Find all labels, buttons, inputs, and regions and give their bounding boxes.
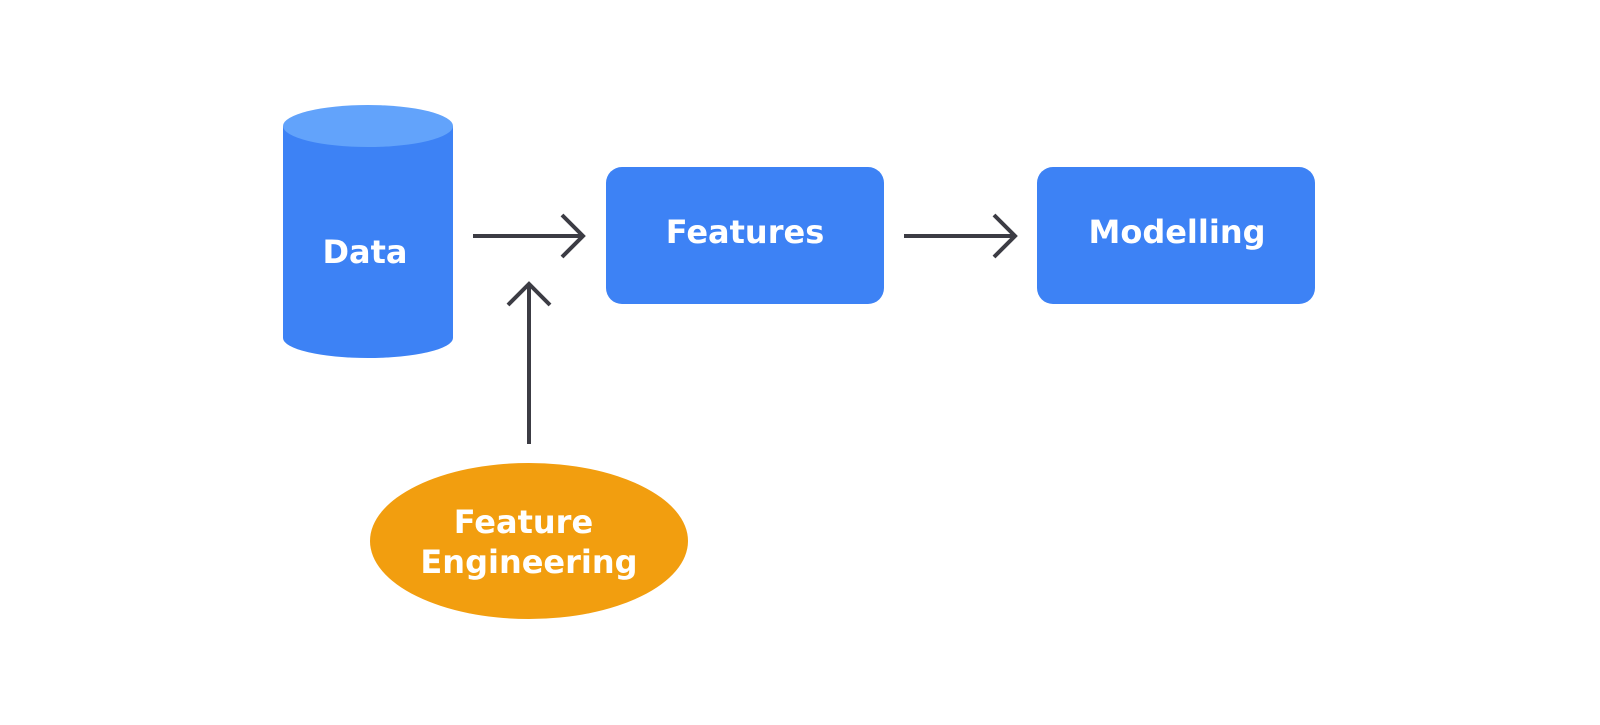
feature-engineering-arrowhead — [506, 281, 552, 307]
data-cylinder-body — [283, 126, 453, 358]
feature-engineering-label-line-1: Feature — [454, 503, 593, 541]
modelling-node: Modelling — [1037, 167, 1315, 304]
features-node-label: Features — [666, 213, 824, 251]
feature-engineering-arrow — [506, 281, 552, 444]
feature-engineering-ellipse — [370, 463, 688, 619]
data-to-features-arrow — [473, 213, 586, 259]
feature-engineering-label: Feature Engineering — [420, 503, 637, 581]
features-node: Features — [606, 167, 884, 304]
data-to-features-arrowhead — [560, 213, 586, 259]
data-cylinder-top — [283, 105, 453, 147]
features-to-modelling-arrowhead — [992, 213, 1018, 259]
data-node-label: Data — [322, 233, 407, 271]
features-box — [606, 167, 884, 304]
data-node: Data — [283, 105, 453, 358]
feature-engineering-label-line-2: Engineering — [420, 543, 637, 581]
modelling-node-label: Modelling — [1088, 213, 1265, 251]
feature-engineering-node: Feature Engineering — [370, 463, 688, 619]
modelling-box — [1037, 167, 1315, 304]
features-to-modelling-arrow — [904, 213, 1018, 259]
